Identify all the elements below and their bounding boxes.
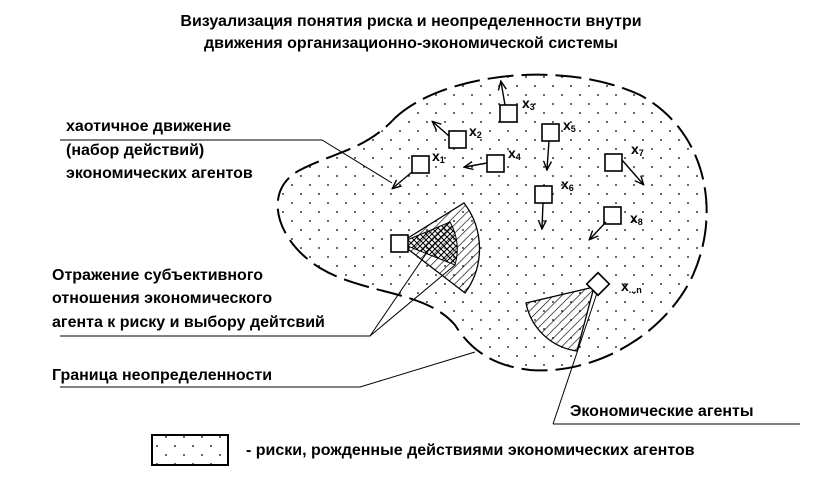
agent-label-1: x1 [432,148,445,165]
risk-sector-right [525,286,595,352]
leader-reflection-2 [369,264,456,337]
agent-square-7 [604,153,623,172]
agent-label-5: x5 [563,117,576,134]
arrow-agent-2 [433,122,450,137]
label-agents: Экономические агенты [570,403,754,420]
arrow-agent-3 [501,82,505,106]
legend-swatch [151,434,229,466]
agent-label-2: x2 [469,123,482,140]
arrow-agent-8 [590,221,607,239]
agent-label-4: x4 [508,145,521,162]
label-reflection-3: агента к риску и выбору дейтсвий [52,314,325,331]
arrow-agent-6 [542,202,543,228]
arrow-agent-4 [465,163,488,167]
agent-square-n [585,271,611,297]
agent-square-left [390,234,409,253]
arrow-agent-7 [621,159,643,184]
agent-label-8: x8 [630,210,643,227]
agent-square-5 [541,123,560,142]
agent-square-2 [448,130,467,149]
agent-square-8 [603,206,622,225]
agent-label-6: x6 [561,176,574,193]
risk-sector-left [398,202,481,294]
title-line-2: движения организационно-экономической си… [204,35,618,52]
label-boundary: Граница неопределенности [52,367,272,384]
agent-label-n: x...n [621,278,642,295]
agent-square-6 [534,185,553,204]
leader-boundary [60,351,476,388]
uncertainty-boundary [276,73,708,372]
legend-text: - риски, рожденные действиями экономичес… [246,442,695,459]
agent-square-3 [499,104,518,123]
label-chaotic-3: экономических агентов [66,165,253,182]
arrow-agent-5 [547,140,549,169]
agent-square-4 [486,154,505,173]
label-reflection-2: отношения экономического [52,290,272,307]
legend: - риски, рожденные действиями экономичес… [151,434,695,466]
agent-square-1 [411,155,430,174]
leader-chaotic [60,139,393,184]
leader-agents-diag [552,292,598,425]
arrow-agent-1 [393,171,413,188]
agent-label-3: x3 [522,95,535,112]
agent-label-7: x7 [631,141,644,158]
label-reflection-1: Отражение субъективного [52,267,263,284]
title-line-1: Визуализация понятия риска и неопределен… [180,13,641,30]
label-chaotic-1: хаотичное движение [66,118,231,135]
label-chaotic-2: (набор действий) [66,142,204,159]
